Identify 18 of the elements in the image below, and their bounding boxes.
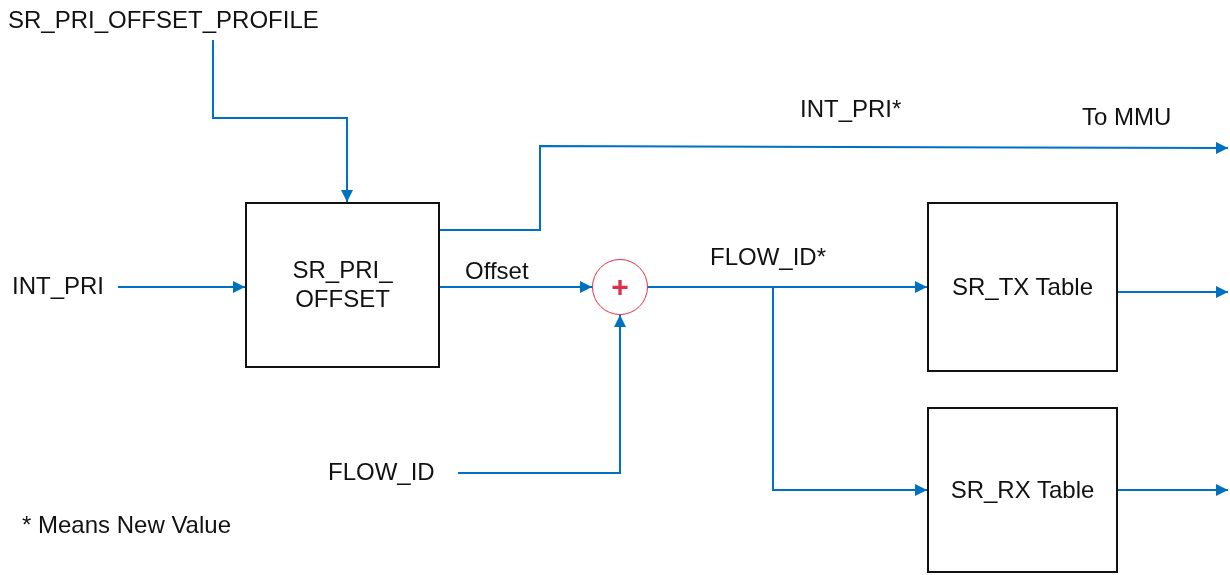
arrow: [1117, 484, 1229, 496]
arrow: [457, 314, 626, 474]
arrow: [212, 39, 353, 203]
signal-label: INT_PRI: [12, 272, 104, 301]
adder-circle: [592, 259, 648, 315]
signal-label: FLOW_ID: [328, 458, 435, 487]
arrow: [439, 281, 593, 293]
plus-sign: +: [610, 272, 630, 302]
process-box: [245, 202, 440, 368]
block-label: SR_TX Table: [951, 272, 1094, 302]
block-label: SR_PRI_ OFFSET: [291, 256, 394, 314]
arrow: [117, 281, 246, 293]
process-box: [927, 202, 1118, 372]
arrow: [1117, 286, 1229, 298]
process-box: [927, 407, 1118, 573]
block-label: SR_RX Table: [949, 475, 1096, 505]
signal-label: SR_PRI_OFFSET_PROFILE: [8, 6, 319, 35]
arrow: [439, 141, 1229, 231]
